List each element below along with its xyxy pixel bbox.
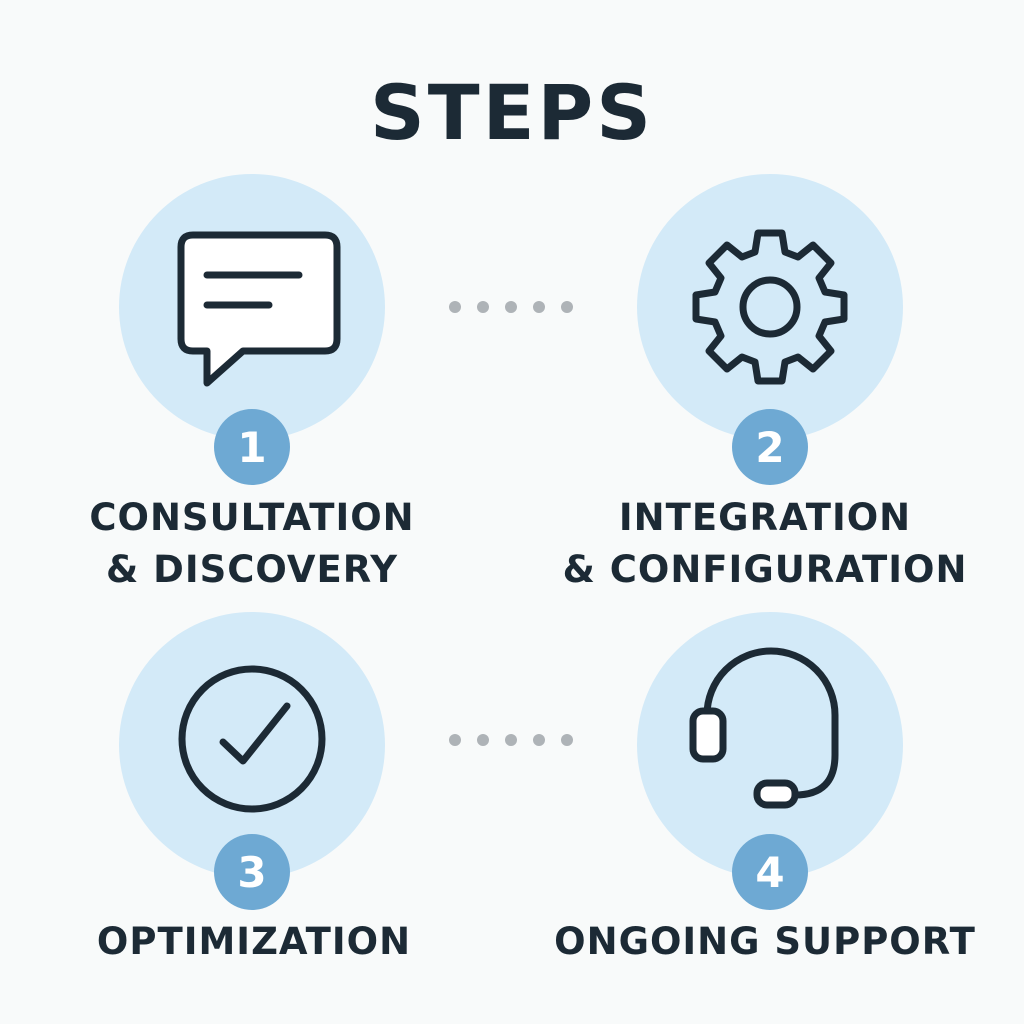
dot	[505, 301, 517, 313]
dot	[477, 301, 489, 313]
step-label-line: & CONFIGURATION	[562, 548, 968, 591]
step-number-badge: 1	[214, 409, 290, 485]
dot	[449, 301, 461, 313]
dot	[533, 301, 545, 313]
dot	[505, 734, 517, 746]
step-label: CONSULTATION & DISCOVERY	[2, 492, 502, 596]
step-number-badge: 3	[214, 834, 290, 910]
step-label: OPTIMIZATION	[4, 916, 504, 968]
dot	[449, 734, 461, 746]
step-label: INTEGRATION & CONFIGURATION	[515, 492, 1015, 596]
connector-dots	[449, 734, 573, 746]
step-label-line: & DISCOVERY	[105, 548, 399, 591]
chat-bubble-icon	[177, 231, 341, 387]
headset-icon	[689, 647, 839, 809]
dot	[533, 734, 545, 746]
dot	[477, 734, 489, 746]
step-label: ONGOING SUPPORT	[515, 916, 1015, 968]
step-circle	[637, 174, 903, 440]
step-label-line: CONSULTATION	[89, 496, 415, 539]
step-number-badge: 2	[732, 409, 808, 485]
step-number-badge: 4	[732, 834, 808, 910]
dot	[561, 734, 573, 746]
step-circle	[637, 612, 903, 878]
page-title: STEPS	[370, 68, 654, 157]
check-circle-icon	[178, 665, 326, 813]
step-label-line: ONGOING SUPPORT	[554, 920, 976, 963]
step-label-line: OPTIMIZATION	[96, 920, 412, 963]
step-label-line: INTEGRATION	[618, 496, 912, 539]
connector-dots	[449, 301, 573, 313]
dot	[561, 301, 573, 313]
gear-icon	[692, 229, 848, 385]
